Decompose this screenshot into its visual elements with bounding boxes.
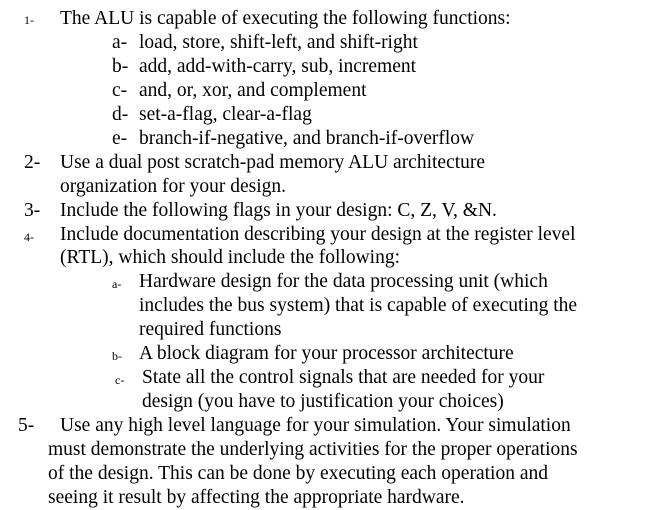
item-number: 3- xyxy=(24,200,41,221)
item-text: The ALU is capable of executing the foll… xyxy=(60,8,511,29)
item-text: Use a dual post scratch-pad memory ALU a… xyxy=(60,152,486,173)
sub-text: State all the control signals that are n… xyxy=(142,367,545,388)
sub-text: required functions xyxy=(139,319,282,340)
sub-label: c- xyxy=(112,80,128,101)
sub-text: add, add-with-carry, sub, increment xyxy=(139,56,417,77)
sub-text: Hardware design for the data processing … xyxy=(139,271,548,292)
item-text: organization for your design. xyxy=(60,176,287,197)
sub-label: e- xyxy=(112,128,128,149)
sub-label: b- xyxy=(112,349,122,363)
sub-text: load, store, shift-left, and shift-right xyxy=(139,32,418,53)
item-number: 1- xyxy=(24,13,34,27)
sub-text: set-a-flag, clear-a-flag xyxy=(139,104,312,125)
item-text: of the design. This can be done by execu… xyxy=(48,463,548,484)
sub-text: and, or, xor, and complement xyxy=(139,80,367,101)
item-text: Include the following flags in your desi… xyxy=(60,200,497,221)
sub-label: d- xyxy=(112,104,129,125)
item-text: must demonstrate the underlying activiti… xyxy=(48,439,578,460)
sub-text: design (you have to justification your c… xyxy=(142,391,504,412)
item-number: 4- xyxy=(24,230,34,244)
sub-label: a- xyxy=(112,32,128,53)
item-number: 5- xyxy=(18,415,35,436)
sub-text: branch-if-negative, and branch-if-overfl… xyxy=(139,128,475,149)
item-number: 2- xyxy=(24,152,41,173)
item-text: Include documentation describing your de… xyxy=(60,224,576,245)
item-text: seeing it result by affecting the approp… xyxy=(48,487,465,508)
sub-text: includes the bus system) that is capable… xyxy=(139,295,578,316)
sub-label: a- xyxy=(112,277,122,291)
item-text: Use any high level language for your sim… xyxy=(60,415,571,436)
item-text: (RTL), which should include the followin… xyxy=(60,247,401,268)
sub-text: A block diagram for your processor archi… xyxy=(139,343,514,364)
sub-label: b- xyxy=(112,56,129,77)
sub-label: c- xyxy=(115,373,125,387)
